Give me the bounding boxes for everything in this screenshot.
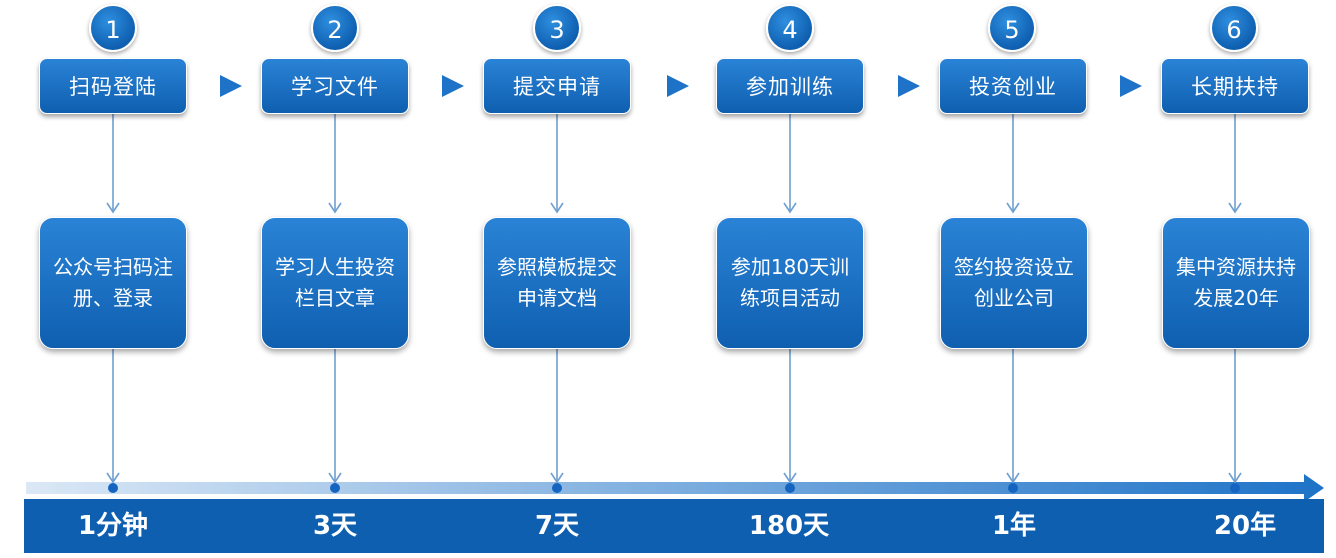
step-description-text-5: 签约投资设立创业公司: [954, 255, 1074, 310]
step-description-3: 参照模板提交申请文档: [483, 217, 631, 349]
step-number-6: 6: [1210, 4, 1258, 52]
step-number-4: 4: [766, 4, 814, 52]
step-description-text-6: 集中资源扶持发展20年: [1176, 255, 1296, 310]
flow-arrow-icon-5: [1120, 75, 1142, 97]
step-description-text-4: 参加180天训练项目活动: [730, 255, 850, 310]
duration-label-1: 1分钟: [77, 511, 149, 541]
duration-label-5: 1年: [991, 511, 1037, 541]
connector-arrowhead-top-6: [1228, 202, 1242, 214]
step-description-text-1: 公众号扫码注册、登录: [53, 255, 173, 310]
step-title-4: 参加训练: [716, 58, 864, 114]
step-title-1: 扫码登陆: [39, 58, 187, 114]
timeline-bar: [24, 499, 1324, 553]
connector-arrowhead-top-1: [106, 202, 120, 214]
step-number-1: 1: [89, 4, 137, 52]
duration-label-6: 20年: [1213, 511, 1277, 541]
flow-arrow-icon-4: [898, 75, 920, 97]
connector-arrowhead-bottom-2: [328, 472, 342, 484]
step-title-2: 学习文件: [261, 58, 409, 114]
connector-arrowhead-bottom-3: [550, 472, 564, 484]
timeline-dot-5: [1008, 483, 1018, 493]
timeline-dot-3: [552, 483, 562, 493]
step-description-6: 集中资源扶持发展20年: [1162, 217, 1310, 349]
connector-arrowhead-bottom-1: [106, 472, 120, 484]
step-description-4: 参加180天训练项目活动: [716, 217, 864, 349]
flow-arrow-icon-1: [220, 75, 242, 97]
timeline-dot-6: [1230, 483, 1240, 493]
flow-arrow-icon-3: [667, 75, 689, 97]
flow-arrow-icon-2: [442, 75, 464, 97]
step-number-2: 2: [311, 4, 359, 52]
timeline-dot-2: [330, 483, 340, 493]
connector-arrowhead-bottom-5: [1006, 472, 1020, 484]
duration-label-2: 3天: [312, 511, 358, 541]
connector-arrowhead-top-4: [783, 202, 797, 214]
step-description-text-3: 参照模板提交申请文档: [497, 255, 617, 310]
connector-arrowhead-bottom-6: [1228, 472, 1242, 484]
step-description-text-2: 学习人生投资栏目文章: [275, 255, 395, 310]
timeline-dot-4: [785, 483, 795, 493]
step-title-3: 提交申请: [483, 58, 631, 114]
step-description-5: 签约投资设立创业公司: [940, 217, 1088, 349]
timeline-dot-1: [108, 483, 118, 493]
step-number-5: 5: [988, 4, 1036, 52]
step-description-1: 公众号扫码注册、登录: [39, 217, 187, 349]
connector-arrowhead-top-5: [1006, 202, 1020, 214]
duration-label-4: 180天: [748, 511, 830, 541]
connector-arrowhead-top-3: [550, 202, 564, 214]
step-title-5: 投资创业: [939, 58, 1087, 114]
timeline-arrow: [26, 474, 1324, 502]
step-title-6: 长期扶持: [1161, 58, 1309, 114]
duration-label-3: 7天: [534, 511, 580, 541]
connector-arrowhead-bottom-4: [783, 472, 797, 484]
step-description-2: 学习人生投资栏目文章: [261, 217, 409, 349]
step-number-3: 3: [533, 4, 581, 52]
connector-arrowhead-top-2: [328, 202, 342, 214]
